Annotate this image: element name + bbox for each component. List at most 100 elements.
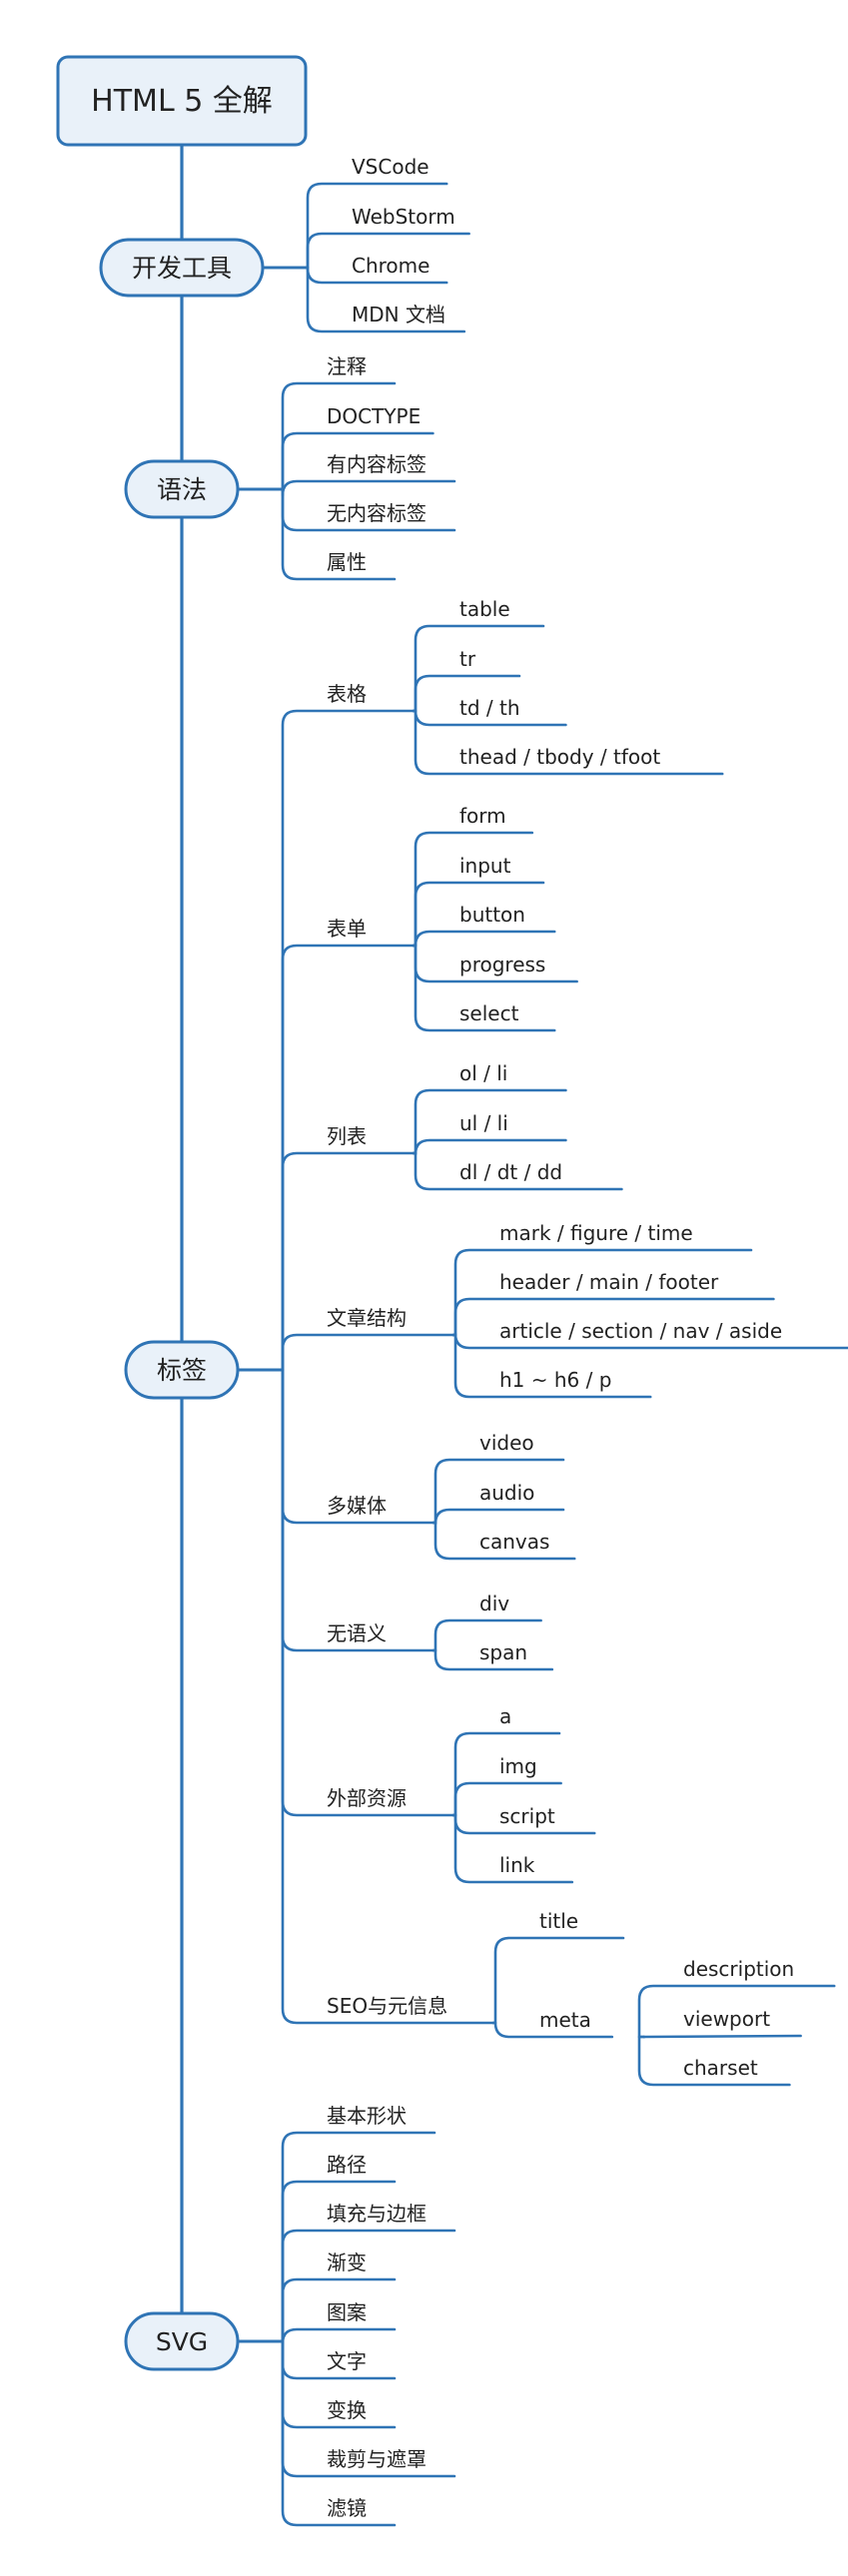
- svg-branch-基本形状: [236, 2131, 436, 2343]
- tags-0-branch-tr: [412, 674, 521, 713]
- svg-leaf-滤镜: 滤镜: [327, 2496, 367, 2520]
- svg-branch-填充与边框: [236, 2229, 456, 2343]
- tags-1-leaf-progress: progress: [459, 953, 545, 976]
- tags-0-group-branch: [236, 709, 416, 1372]
- svg-branch-滤镜: [236, 2339, 397, 2527]
- tags-5-leaf-div: div: [479, 1592, 509, 1615]
- tags-0-leaf-thead-tbody-tfoot: thead / tbody / tfoot: [459, 745, 660, 769]
- tags-2-branch-ul-li: [412, 1138, 567, 1156]
- tags-group-表单: 表单: [327, 917, 367, 941]
- tags-7-branch-title: [491, 1936, 625, 2025]
- syntax-leaf-doctype: DOCTYPE: [327, 404, 421, 428]
- topic-syntax-label: 语法: [157, 475, 207, 504]
- tags-group-文章结构: 文章结构: [327, 1306, 407, 1330]
- svg-leaf-基本形状: 基本形状: [327, 2104, 407, 2128]
- tags-4-leaf-audio: audio: [479, 1481, 534, 1505]
- svg-leaf-渐变: 渐变: [327, 2251, 367, 2274]
- tags-6-group-branch: [236, 1368, 455, 1817]
- topic-tools[interactable]: 开发工具: [99, 238, 265, 298]
- tags-0-leaf-table: table: [459, 597, 510, 621]
- tools-branch-vscode: [261, 182, 448, 270]
- topic-syntax[interactable]: 语法: [124, 459, 240, 519]
- tags-5-branch-div: [431, 1618, 542, 1652]
- tags-1-leaf-select: select: [459, 1001, 519, 1025]
- tags-6-branch-img: [451, 1781, 562, 1817]
- tags-7-leaf-meta: meta: [539, 2008, 591, 2032]
- tags-3-leaf-header-main-footer: header / main / footer: [499, 1270, 719, 1294]
- tags-5-leaf-span: span: [479, 1640, 527, 1664]
- tags-4-branch-video: [431, 1458, 565, 1525]
- tags-group-列表: 列表: [327, 1124, 367, 1148]
- meta-leaf-charset: charset: [683, 2056, 758, 2080]
- topic-svg-label: SVG: [156, 2327, 208, 2356]
- syntax-leaf-注释: 注释: [327, 354, 367, 378]
- syntax-branch-属性: [236, 487, 397, 581]
- tags-group-seo与元信息: SEO与元信息: [327, 1994, 447, 2018]
- svg-branch-路径: [236, 2180, 397, 2343]
- tags-1-leaf-input: input: [459, 854, 511, 878]
- topic-tools-label: 开发工具: [132, 254, 232, 283]
- meta-branch-description: [637, 1984, 836, 2039]
- tags-6-leaf-img: img: [499, 1754, 537, 1778]
- tags-1-group-branch: [236, 944, 416, 1372]
- svg-branch-渐变: [236, 2277, 397, 2343]
- tags-1-leaf-button: button: [459, 903, 525, 927]
- meta-leaf-viewport: viewport: [683, 2007, 770, 2031]
- tags-0-leaf-tr: tr: [459, 647, 476, 671]
- tags-4-branch-audio: [431, 1508, 565, 1526]
- svg-leaf-裁剪与遮罩: 裁剪与遮罩: [327, 2447, 426, 2471]
- syntax-leaf-无内容标签: 无内容标签: [327, 501, 426, 525]
- tags-3-branch-header-main-footer: [451, 1297, 775, 1337]
- syntax-leaf-有内容标签: 有内容标签: [327, 452, 426, 476]
- svg-leaf-填充与边框: 填充与边框: [327, 2202, 426, 2226]
- root-title: HTML 5 全解: [91, 84, 273, 119]
- tags-1-leaf-form: form: [459, 804, 506, 828]
- tags-3-leaf-mark-figure-time: mark / figure / time: [499, 1221, 693, 1245]
- tags-2-leaf-dl-dt-dd: dl / dt / dd: [459, 1160, 562, 1184]
- tags-group-无语义: 无语义: [327, 1621, 387, 1645]
- tags-1-branch-button: [412, 930, 556, 948]
- tags-2-branch-ol-li: [412, 1088, 567, 1155]
- tags-group-多媒体: 多媒体: [327, 1494, 387, 1518]
- tools-leaf-mdn-文档: MDN 文档: [352, 303, 445, 326]
- meta-branch-viewport: [642, 2034, 802, 2039]
- tools-branch-webstorm: [261, 232, 470, 270]
- root-node-shape: [56, 55, 308, 147]
- tags-2-leaf-ol-li: ol / li: [459, 1061, 507, 1085]
- tags-6-branch-a: [451, 1731, 561, 1817]
- tags-7-leaf-title: title: [539, 1909, 578, 1933]
- svg-branch-文字: [236, 2339, 397, 2380]
- tags-0-branch-thead-tbody-tfoot: [412, 709, 724, 776]
- tags-6-leaf-link: link: [499, 1853, 535, 1877]
- tools-leaf-webstorm: WebStorm: [352, 205, 455, 229]
- tags-1-branch-select: [412, 944, 556, 1032]
- topic-svg[interactable]: SVG: [124, 2311, 240, 2371]
- syntax-branch-注释: [236, 381, 397, 491]
- tags-2-leaf-ul-li: ul / li: [459, 1111, 508, 1135]
- tags-4-branch-canvas: [431, 1521, 576, 1561]
- tags-6-leaf-script: script: [499, 1804, 555, 1828]
- tags-6-leaf-a: a: [499, 1704, 511, 1728]
- tags-4-leaf-canvas: canvas: [479, 1530, 549, 1554]
- tags-7-branch-meta: [491, 2021, 614, 2039]
- tags-0-branch-table: [412, 624, 545, 713]
- svg-leaf-路径: 路径: [327, 2153, 367, 2177]
- tags-1-branch-form: [412, 831, 534, 948]
- syntax-leaf-属性: 属性: [327, 550, 367, 574]
- svg-leaf-变换: 变换: [327, 2398, 367, 2422]
- tags-3-leaf-h1-h6-p: h1 ~ h6 / p: [499, 1368, 611, 1392]
- meta-leaf-description: description: [683, 1957, 794, 1981]
- syntax-branch-doctype: [236, 431, 434, 491]
- tags-2-group-branch: [236, 1151, 416, 1372]
- tags-group-外部资源: 外部资源: [327, 1786, 407, 1810]
- tags-3-leaf-article-section-nav-aside: article / section / nav / aside: [499, 1319, 782, 1343]
- tags-3-group-branch: [236, 1333, 455, 1372]
- tools-leaf-vscode: VSCode: [352, 155, 429, 179]
- tools-branch-mdn-文档: [261, 266, 466, 333]
- topic-tags[interactable]: 标签: [124, 1340, 240, 1400]
- tags-5-branch-span: [431, 1648, 554, 1671]
- svg-leaf-文字: 文字: [327, 2349, 367, 2373]
- root-node[interactable]: HTML 5 全解: [56, 55, 308, 147]
- tags-0-leaf-td-th: td / th: [459, 696, 520, 720]
